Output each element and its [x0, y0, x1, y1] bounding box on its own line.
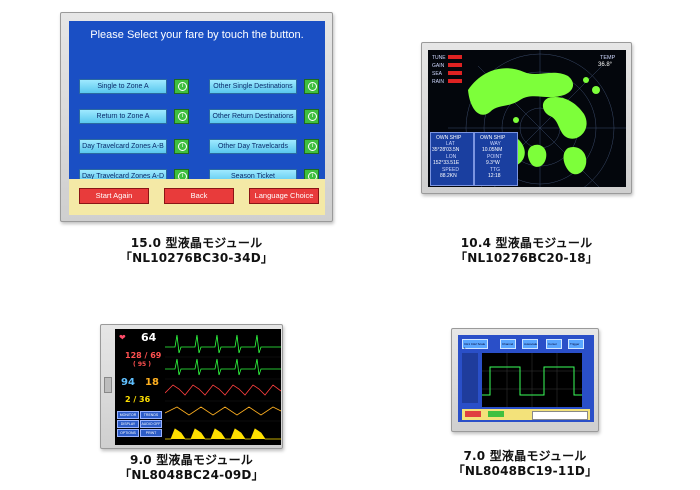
module-caption-15-0: 15.0 型液晶モジュール 「NL10276BC30-34D」 — [60, 236, 333, 266]
blood-pressure-value: 128 / 69 — [125, 351, 162, 360]
resp-waveform — [165, 406, 281, 416]
display-button[interactable]: DISPLAY — [117, 420, 139, 428]
module-caption-9-0: 9.0 型液晶モジュール 「NL8048BC24-09D」 — [100, 453, 283, 483]
heart-icon: ❤ — [119, 333, 126, 342]
info-icon[interactable]: i — [304, 79, 319, 94]
module-caption-7-0: 7.0 型液晶モジュール 「NL8048BC19-11D」 — [451, 449, 599, 479]
way-label: WAY — [490, 141, 501, 147]
info-icon[interactable]: i — [304, 109, 319, 124]
fare-selection-screen: Please Select your fare by touch the but… — [69, 21, 325, 181]
way-value: 10.05NM — [482, 147, 503, 153]
speed-value: 88.2KN — [440, 173, 457, 179]
waveform-display — [482, 353, 582, 407]
lcd-module-9-0: ❤ 64 128 / 69 ( 95 ) 94 18 2 / 36 MONITO… — [100, 324, 283, 449]
bp-waveform — [165, 384, 281, 396]
fare-button-single-zone-a[interactable]: Single to Zone A — [79, 79, 167, 94]
lcd-module-7-0: CH1 CH2 Scale 1 Channel Autoscale Cursor… — [451, 328, 599, 432]
monitor-button[interactable]: MONITOR — [117, 411, 139, 419]
module-size-label: 9.0 型液晶モジュール — [130, 453, 253, 467]
temp-label: TEMP — [600, 55, 616, 61]
scale-button[interactable]: CH1 CH2 Scale 1 — [462, 339, 488, 350]
respiration-value: 18 — [145, 377, 159, 388]
lcd-module-15-0: Please Select your fare by touch the but… — [60, 12, 333, 222]
ecg-waveform — [165, 334, 281, 354]
side-connector — [104, 377, 112, 393]
radar-screen: TUNE GAIN SEA RAIN TEMP 36.8° OWN SHIP L… — [428, 50, 626, 187]
module-size-label: 15.0 型液晶モジュール — [130, 236, 263, 250]
fare-button-day-travelcard-a-d[interactable]: Day Travelcard Zones A-D — [79, 169, 167, 181]
trigger-button[interactable]: Trigger — [568, 339, 584, 349]
module-part-number: 「NL10276BC30-34D」 — [119, 251, 274, 265]
heart-rate-value: 64 — [141, 331, 157, 344]
info-icon[interactable]: i — [174, 79, 189, 94]
fare-button-day-travelcard-a-b[interactable]: Day Travelcard Zones A-B — [79, 139, 167, 154]
point-label: POINT — [487, 154, 503, 160]
lcd-module-10-4: TUNE GAIN SEA RAIN TEMP 36.8° OWN SHIP L… — [421, 42, 632, 194]
ttg-label: TTG — [490, 167, 500, 173]
info-icon[interactable]: i — [304, 139, 319, 154]
back-button[interactable]: Back — [164, 188, 234, 204]
info-icon[interactable]: i — [174, 139, 189, 154]
start-again-button[interactable]: Start Again — [79, 188, 149, 204]
status-bar — [462, 409, 590, 420]
own-ship-way-panel: OWN SHIP WAY 10.05NM POINT 9.3°W TTG 12:… — [474, 132, 518, 186]
radar-display — [448, 50, 626, 187]
module-part-number: 「NL8048BC19-11D」 — [452, 464, 598, 478]
radar-label-sea: SEA — [432, 71, 443, 77]
module-size-label: 7.0 型液晶モジュール — [463, 449, 587, 463]
own-ship-lat-panel: OWN SHIP LAT 35°28'03.5N LON 152°33.51E … — [430, 132, 474, 186]
blood-pressure-mean: ( 95 ) — [133, 361, 152, 368]
run-button[interactable] — [488, 411, 504, 417]
fare-button-other-return[interactable]: Other Return Destinations — [209, 109, 297, 124]
cursor-button[interactable]: Cursor — [546, 339, 562, 349]
audio-off-button[interactable]: AUDIO OFF — [140, 420, 162, 428]
language-choice-button[interactable]: Language Choice — [249, 188, 319, 204]
point-value: 9.3°W — [486, 160, 500, 166]
radar-label-gain: GAIN — [432, 63, 445, 69]
own-ship-title: OWN SHIP — [480, 135, 506, 141]
trends-button[interactable]: TRENDS — [140, 411, 162, 419]
fare-button-other-day-travelcards[interactable]: Other Day Travelcards — [209, 139, 297, 154]
fare-button-other-single[interactable]: Other Single Destinations — [209, 79, 297, 94]
fare-screen-title: Please Select your fare by touch the but… — [90, 29, 304, 41]
module-part-number: 「NL10276BC20-18」 — [455, 251, 598, 265]
temperature-value: 2 / 36 — [125, 395, 151, 404]
gain-level-bar[interactable] — [448, 63, 462, 67]
measurement-readout — [532, 411, 588, 420]
channel-button[interactable]: Channel — [500, 339, 516, 349]
fare-button-return-zone-a[interactable]: Return to Zone A — [79, 109, 167, 124]
speed-label: SPEED — [442, 167, 459, 173]
lon-label: LON — [446, 154, 457, 160]
lat-label: LAT — [446, 141, 455, 147]
print-button[interactable]: PRINT — [140, 429, 162, 437]
fare-button-season-ticket[interactable]: Season Ticket — [209, 169, 297, 181]
waveform-panel — [165, 334, 281, 440]
info-icon[interactable]: i — [174, 109, 189, 124]
spo2-value: 94 — [121, 377, 135, 388]
autoscale-button[interactable]: Autoscale — [522, 339, 538, 349]
lat-value: 35°28'03.5N — [432, 147, 460, 153]
ecg-waveform-2 — [165, 358, 281, 376]
sea-level-bar[interactable] — [448, 71, 462, 75]
pleth-waveform — [165, 428, 281, 440]
module-size-label: 10.4 型液晶モジュール — [460, 236, 593, 250]
tune-level-bar[interactable] — [448, 55, 462, 59]
lon-value: 152°33.51E — [433, 160, 460, 166]
side-panel — [462, 353, 478, 403]
patient-monitor-screen: ❤ 64 128 / 69 ( 95 ) 94 18 2 / 36 MONITO… — [115, 329, 281, 445]
module-caption-10-4: 10.4 型液晶モジュール 「NL10276BC20-18」 — [421, 236, 632, 266]
temp-value: 36.8° — [598, 62, 613, 68]
fare-action-panel: Start Again Back Language Choice — [69, 179, 325, 215]
square-waveform — [482, 366, 582, 396]
module-part-number: 「NL8048BC24-09D」 — [119, 468, 264, 482]
radar-label-tune: TUNE — [432, 55, 446, 61]
options-button[interactable]: OPTIONS — [117, 429, 139, 437]
radar-label-rain: RAIN — [432, 79, 444, 85]
stop-button[interactable] — [465, 411, 481, 417]
own-ship-title: OWN SHIP — [436, 135, 462, 141]
oscilloscope-screen: CH1 CH2 Scale 1 Channel Autoscale Cursor… — [458, 335, 594, 422]
rain-level-bar[interactable] — [448, 79, 462, 83]
ttg-value: 12:18 — [488, 173, 501, 179]
